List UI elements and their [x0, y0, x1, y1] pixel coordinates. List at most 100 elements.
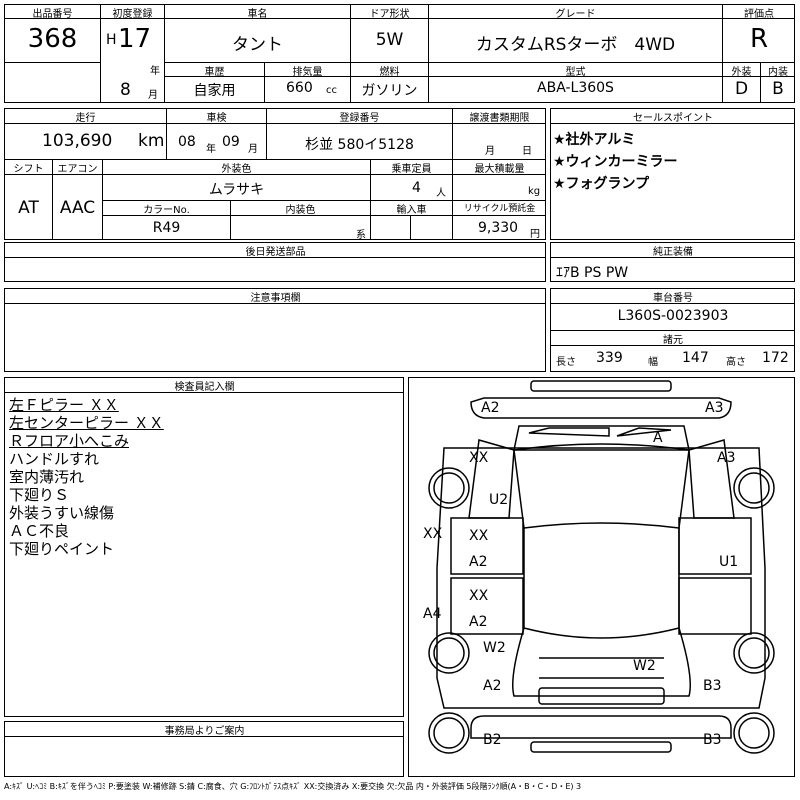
mark-xx-lf: XX: [469, 450, 489, 466]
first-reg-month: 8: [120, 80, 131, 100]
import-label: 輸入車: [396, 205, 427, 216]
inspector-note-line: 下廻りペイント: [9, 540, 115, 558]
lot-label: 出品番号: [32, 9, 73, 20]
first-reg-year: 17: [118, 24, 152, 54]
recycle-label: リサイクル預託金: [463, 204, 536, 214]
first-reg-year-unit: 年: [150, 66, 160, 77]
later-parts-label: 後日発送部品: [245, 247, 306, 258]
grade-label: グレード: [555, 9, 596, 20]
length-label: 長さ: [556, 357, 576, 368]
capacity-unit: 人: [436, 188, 446, 199]
color-no: R49: [152, 220, 181, 236]
capacity-label: 乗車定員: [391, 164, 432, 175]
mark-a3-rf: A3: [717, 450, 736, 466]
recycle-unit: 円: [530, 229, 540, 240]
ext-grade-label: 外装: [731, 67, 752, 78]
width-label: 幅: [648, 357, 658, 368]
fuel: ガソリン: [361, 83, 418, 99]
door-type: 5W: [375, 30, 404, 50]
mark-w2-center: W2: [633, 658, 656, 674]
height-label: 高さ: [726, 357, 746, 368]
notes-label: 注意事項欄: [250, 293, 301, 304]
aircon-label: エアコン: [57, 164, 98, 175]
mark-xx-door2: XX: [469, 588, 489, 604]
mark-a2-top: A2: [481, 400, 500, 416]
lot-number: 368: [27, 24, 78, 54]
car-outline: [428, 380, 775, 754]
score: R: [749, 24, 769, 54]
score-label: 評価点: [744, 9, 774, 20]
max-load-unit: kg: [528, 186, 541, 197]
equipment-label: 純正装備: [653, 247, 693, 258]
mark-a2-door2: A2: [469, 614, 488, 630]
mark-a3-top: A3: [705, 400, 724, 416]
mark-a-glass: A: [653, 430, 663, 446]
inspection-year: 08: [178, 134, 196, 150]
int-color-unit: 系: [356, 230, 366, 241]
mark-u2: U2: [489, 492, 509, 508]
shift-label: シフト: [13, 164, 44, 175]
inspector-note-line: 外装うすい線傷: [9, 504, 115, 522]
model-label: 型式: [565, 67, 586, 78]
inspector-note-line: 室内薄汚れ: [9, 468, 85, 486]
legend: A:ｷｽﾞ U:ﾍｺﾐ B:ｷｽﾞを伴うﾍｺﾐ P:要塗装 W:補修跡 S:錆 …: [4, 782, 582, 791]
car-name-label: 車名: [247, 9, 268, 20]
mileage-unit: km: [138, 131, 165, 151]
office-label: 事務局よりご案内: [164, 726, 245, 737]
height: 172: [762, 350, 789, 366]
inspection-year-unit: 年: [206, 144, 216, 155]
fuel-label: 燃料: [379, 67, 400, 78]
sales-point-1: ★社外アルミ: [553, 132, 636, 148]
displacement-unit: cc: [326, 85, 337, 96]
mark-b2-bottom: B2: [483, 732, 502, 748]
displacement-label: 排気量: [292, 67, 323, 78]
mark-w2-left: W2: [483, 640, 506, 656]
mark-xx-door1: XX: [469, 528, 489, 544]
int-grade: B: [772, 79, 784, 99]
header-block: [4, 4, 795, 103]
sales-point-2: ★ウィンカーミラー: [553, 154, 678, 170]
int-grade-label: 内装: [768, 67, 788, 78]
inspector-note-line: Ｒフロア小へこみ: [9, 432, 130, 450]
capacity: 4: [412, 180, 421, 196]
grade: カスタムRSターボ 4WD: [475, 35, 676, 55]
inspection-label: 車検: [206, 113, 227, 124]
transfer-day-unit: 日: [522, 146, 532, 157]
mileage: 103,690: [42, 131, 113, 151]
first-reg-label: 初度登録: [112, 9, 153, 20]
ext-grade: D: [734, 79, 749, 99]
plate: 杉並 580イ5128: [305, 137, 414, 153]
inspection-month-unit: 月: [248, 144, 258, 155]
model: ABA-L360S: [537, 80, 614, 96]
door-label: ドア形状: [369, 9, 410, 20]
inspector-label: 検査員記入欄: [174, 382, 235, 393]
chassis-label: 車台番号: [653, 293, 693, 304]
inspector-note-line: ＡＣ不良: [9, 522, 70, 540]
mark-b3-bottom: B3: [703, 732, 722, 748]
transfer-month-unit: 月: [485, 146, 495, 157]
mark-xx-lside: XX: [423, 526, 443, 542]
mark-b3-rr: B3: [703, 678, 722, 694]
chassis-number: L360S-0023903: [617, 308, 729, 324]
dimensions-label: 諸元: [663, 335, 683, 346]
sales-point-3: ★フォグランプ: [553, 176, 650, 192]
mark-a4: A4: [423, 606, 442, 622]
length: 339: [596, 350, 623, 366]
mileage-label: 走行: [75, 113, 96, 124]
vehicle-diagram: A2 A3 A XX A3 U2 XX XX A2 U1 XX A2 A4 W2…: [408, 377, 795, 777]
inspector-note-line: 左Ｆピラー ＸＸ: [9, 396, 119, 414]
max-load-label: 最大積載量: [474, 164, 525, 175]
transfer-label: 譲渡書類期限: [469, 113, 530, 124]
history: 自家用: [193, 83, 236, 99]
first-reg-era: H: [106, 32, 117, 48]
first-reg-month-unit: 月: [148, 90, 158, 101]
mark-a2-door1: A2: [469, 554, 488, 570]
car-name: タント: [232, 35, 283, 55]
mark-a2-lr: A2: [483, 678, 502, 694]
aircon: AAC: [59, 198, 96, 218]
inspector-note-line: 左センターピラー ＸＸ: [9, 414, 164, 432]
color-no-label: カラーNo.: [143, 205, 190, 216]
ext-color: ムラサキ: [208, 182, 265, 198]
inspector-note-line: ハンドルすれ: [9, 450, 100, 468]
